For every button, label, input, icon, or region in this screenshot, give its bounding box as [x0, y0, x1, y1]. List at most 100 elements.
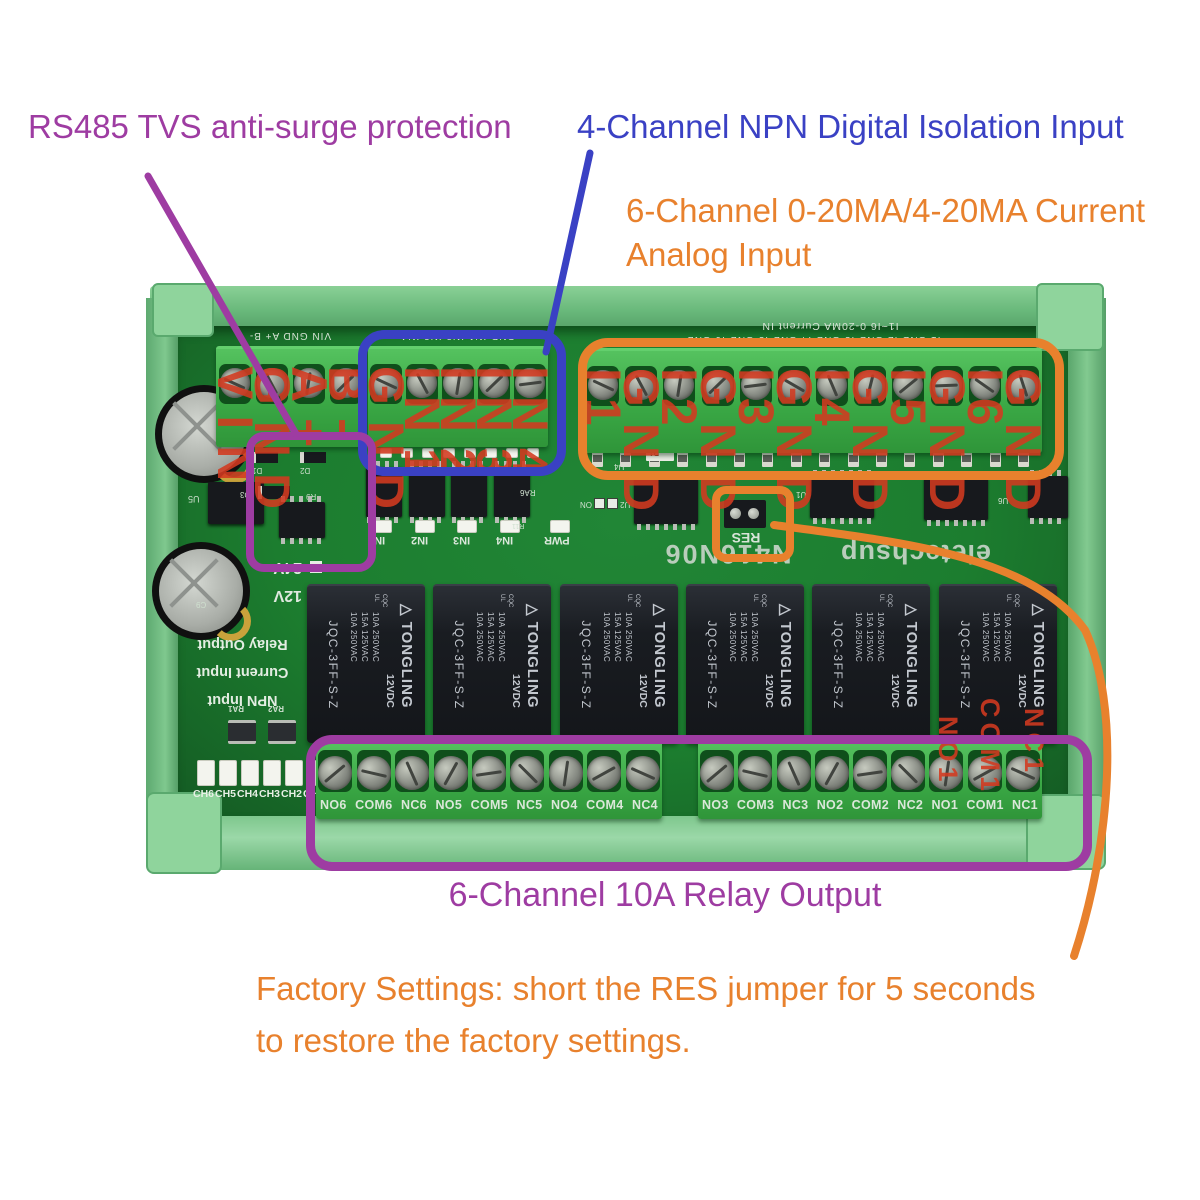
resistor-band — [593, 455, 602, 462]
analog-input-annotation-line2: Analog Input — [626, 236, 812, 273]
smd-resistor — [762, 450, 774, 467]
voltage-option-label: 12V — [273, 587, 302, 604]
terminal-screw — [855, 370, 886, 400]
relay-output-terminal-label: NO4 — [550, 798, 578, 812]
terminal-screw — [817, 370, 848, 400]
resistor-array-RA1 — [228, 720, 256, 744]
screw-slot — [592, 766, 617, 782]
relay-model: JQC-3FF-S-Z — [957, 619, 972, 710]
terminal-screw — [371, 368, 401, 398]
relay-output-terminal-label: NO6 — [320, 798, 347, 812]
chip-pins — [409, 461, 444, 467]
smd-resistor — [989, 450, 1001, 467]
terminal-screw — [891, 756, 926, 790]
resistor-band — [820, 455, 830, 462]
relay-output-terminal-label: NO5 — [435, 798, 463, 812]
relay-output-terminal-label: COM2 — [851, 798, 889, 812]
terminal-screw — [407, 368, 437, 398]
relay-output-terminal-label: COM1 — [966, 798, 1004, 812]
smd-resistor — [876, 450, 887, 467]
res-jumper — [724, 500, 766, 528]
terminal-screw — [814, 756, 849, 790]
terminal-screw — [479, 368, 509, 398]
red-overlay-label-NC1: NC1 — [1019, 708, 1049, 778]
resistor-band — [678, 455, 688, 462]
relay-voltage: 12VDC — [384, 673, 396, 708]
relay-output-terminal-label: NO1 — [931, 798, 959, 812]
terminal-screw — [1007, 370, 1038, 400]
digital-terminal-block-silkscreen: GND IN1 IN2 IN3 IN4 — [400, 330, 516, 341]
smd-resistor — [620, 450, 632, 467]
relay-output-terminal-label: COM4 — [586, 798, 624, 812]
relay-brand-line: △ TONGLING — [398, 603, 415, 709]
screw-slot — [405, 761, 419, 787]
channel-led-CH4 — [241, 760, 259, 786]
input-led-IN4 — [499, 520, 520, 533]
chip-pins — [636, 524, 696, 530]
relay-voltage: 12VDC — [889, 673, 902, 708]
terminal-screw — [443, 368, 473, 398]
input-led-label-IN1: IN1 — [368, 534, 386, 546]
relay-cert-marks: CQC UL — [625, 593, 640, 607]
screw-slot — [630, 767, 656, 781]
terminal-screw — [664, 370, 695, 400]
smd-component — [527, 448, 539, 458]
terminal-screw — [588, 370, 619, 400]
terminal-screw — [356, 756, 391, 790]
side-silkscreen-line: Relay Output — [197, 636, 288, 652]
chip-pins — [367, 461, 401, 467]
smd-resistor — [1018, 450, 1029, 467]
terminal-screw — [700, 756, 735, 790]
refdes-c9: C9 — [196, 600, 207, 609]
din-bracket-bottom-bar — [150, 816, 1100, 870]
factory-settings-annotation-line1: Factory Settings: short the RES jumper f… — [256, 970, 1036, 1007]
relay-brand-line: △ TONGLING — [650, 603, 668, 709]
relay-brand-line: △ TONGLING — [776, 603, 794, 709]
terminal-screw — [510, 756, 545, 790]
terminal-label-IN4-4: IN4 — [502, 366, 558, 492]
channel-led-label-CH6: CH6 — [193, 788, 215, 800]
power-terminal-block-silkscreen: VIN GND A+ B- — [248, 330, 332, 341]
terminal-screw — [318, 756, 353, 790]
on-jumper-pad — [594, 498, 605, 509]
smd-resistor — [847, 450, 859, 467]
din-bracket-right-rail — [1068, 298, 1106, 860]
channel-led-label-CH5: CH5 — [215, 788, 237, 800]
relay-output-terminal-label: NC6 — [401, 798, 427, 812]
relay-rating-2: 15A 125VAC — [612, 611, 622, 662]
pcb-brand-silkscreen: eletechsup — [839, 539, 992, 569]
capacitor-sleeve — [211, 601, 251, 641]
refdes-r11: R11 — [512, 522, 525, 529]
relay-output-terminal-label: COM3 — [736, 798, 775, 812]
relay-model: JQC-3FF-S-Z — [831, 619, 846, 710]
relay-cert-marks: CQC UL — [373, 593, 387, 607]
screw-slot — [442, 761, 459, 786]
input-led-label-IN3: IN3 — [453, 534, 471, 546]
terminal-screw — [330, 368, 361, 398]
terminal-screw — [472, 756, 506, 790]
relay-rating-1: 10A 250VAC — [497, 611, 507, 662]
tvs-diode-d3 — [258, 486, 290, 499]
res-pin — [730, 508, 741, 519]
resistor-band — [848, 455, 858, 462]
res-pin — [748, 508, 759, 519]
smd-resistor — [932, 450, 944, 467]
smd-resistor — [790, 450, 802, 467]
smd-resistor — [734, 450, 745, 467]
voltage-regulator — [208, 482, 264, 524]
smd-component — [443, 448, 455, 458]
resistor-band — [735, 455, 744, 462]
red-overlay-label-NO1: NO1 — [933, 716, 963, 787]
terminal-screw — [548, 756, 583, 790]
terminal-screw — [740, 370, 771, 400]
terminal-screw — [626, 370, 657, 400]
relay-rating-1: 10A 250VAC — [623, 611, 633, 662]
relay-model: JQC-3FF-S-Z — [578, 619, 593, 710]
